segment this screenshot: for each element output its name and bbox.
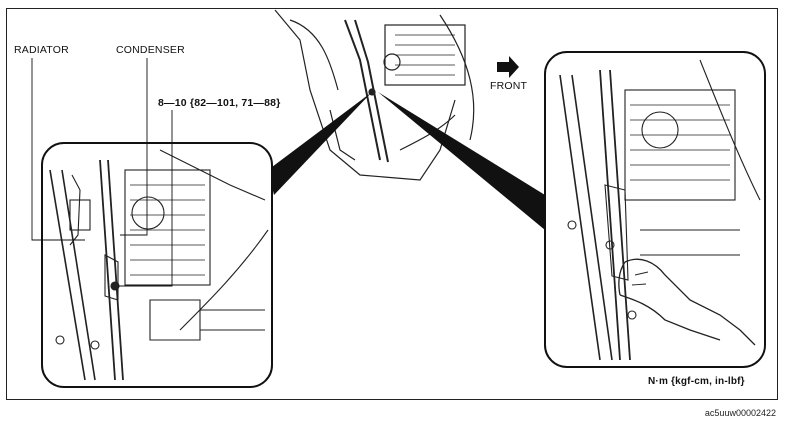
front-arrow-icon [497,56,519,78]
condenser-label: CONDENSER [116,44,185,56]
front-label: FRONT [490,80,528,92]
overview-sketch [274,9,475,181]
units-label: N·m {kgf-cm, in-lbf} [648,376,745,387]
torque-spec-label: 8—10 {82—101, 71—88} [158,97,281,109]
zoom-wedge-left [268,92,372,195]
left-inset [31,58,273,388]
zoom-wedge-right [378,92,545,230]
radiator-label: RADIATOR [14,44,69,56]
right-inset [544,51,766,368]
figure-code: ac5uuw00002422 [704,408,776,418]
